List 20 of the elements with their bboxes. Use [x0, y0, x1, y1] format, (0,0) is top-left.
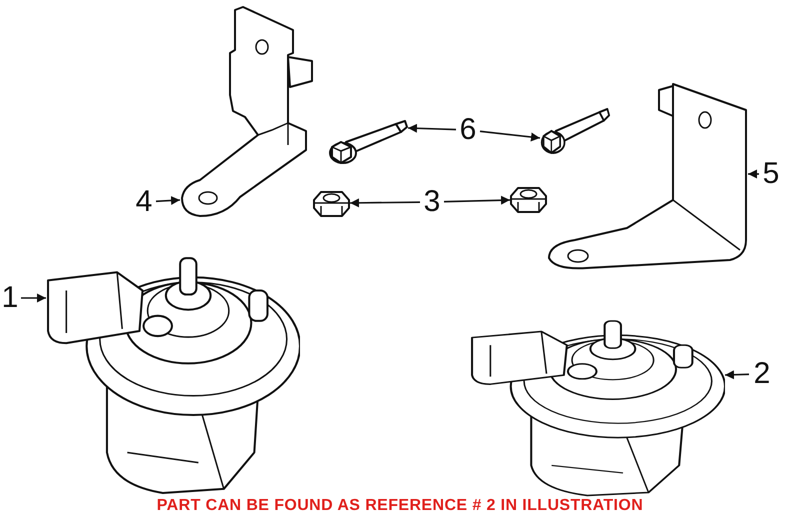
- bolt-drawing: [328, 120, 408, 165]
- leader-line: [444, 196, 510, 205]
- nut-drawing: [510, 186, 547, 214]
- callout-number: 2: [754, 359, 770, 389]
- leader-line: [21, 294, 46, 302]
- leader-line: [408, 124, 456, 133]
- callout-number: 5: [762, 159, 780, 189]
- callout-number: 1: [2, 283, 18, 313]
- bolt-drawing: [540, 108, 610, 155]
- bracket-drawing: [545, 80, 748, 270]
- note-text: PART CAN BE FOUND AS REFERENCE # 2 IN ILLUSTRATION: [156, 496, 644, 516]
- callout-number: 3: [424, 187, 440, 217]
- callout-number: 4: [136, 187, 152, 217]
- callout-number: 6: [460, 115, 476, 145]
- leader-line: [748, 170, 759, 178]
- leader-line: [156, 196, 180, 205]
- leader-line: [350, 198, 420, 208]
- nut-drawing: [313, 190, 350, 218]
- leader-line: [724, 370, 750, 380]
- leader-line: [480, 130, 540, 142]
